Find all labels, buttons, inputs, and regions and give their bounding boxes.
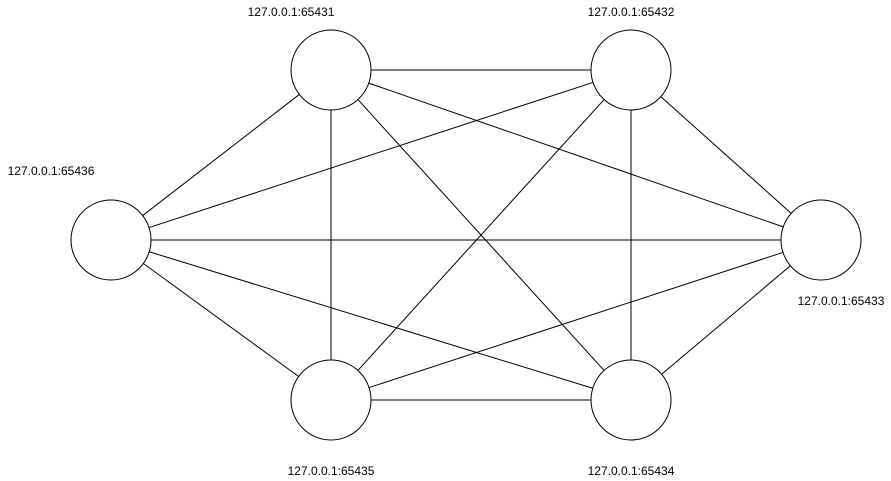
edge-65431-65433 [368, 82, 784, 228]
edge-65433-65435 [368, 251, 784, 389]
edge-65432-65436 [148, 81, 594, 229]
labels-layer: 127.0.0.1:65431 127.0.0.1:65432 127.0.0.1:… [8, 5, 885, 478]
node-label-65436: 127.0.0.1:65436 [8, 164, 95, 178]
nodes-layer [70, 29, 862, 441]
node-label-65432: 127.0.0.1:65432 [588, 5, 675, 19]
edge-65432-65435 [357, 99, 605, 371]
node-65434[interactable] [590, 359, 672, 441]
edge-65433-65434 [661, 265, 791, 375]
node-label-65435: 127.0.0.1:65435 [288, 464, 375, 478]
node-label-65433: 127.0.0.1:65433 [798, 294, 885, 308]
node-65431[interactable] [290, 29, 372, 111]
edges-layer [142, 69, 792, 401]
edge-65434-65436 [149, 251, 593, 389]
node-65436[interactable] [70, 199, 152, 281]
node-65433[interactable] [780, 199, 862, 281]
node-65435[interactable] [290, 359, 372, 441]
node-label-65434: 127.0.0.1:65434 [588, 464, 675, 478]
edge-65431-65436 [142, 94, 300, 216]
node-65432[interactable] [590, 29, 672, 111]
node-label-65431: 127.0.0.1:65431 [248, 5, 335, 19]
edge-65432-65433 [660, 96, 792, 214]
edge-65435-65436 [143, 263, 299, 377]
